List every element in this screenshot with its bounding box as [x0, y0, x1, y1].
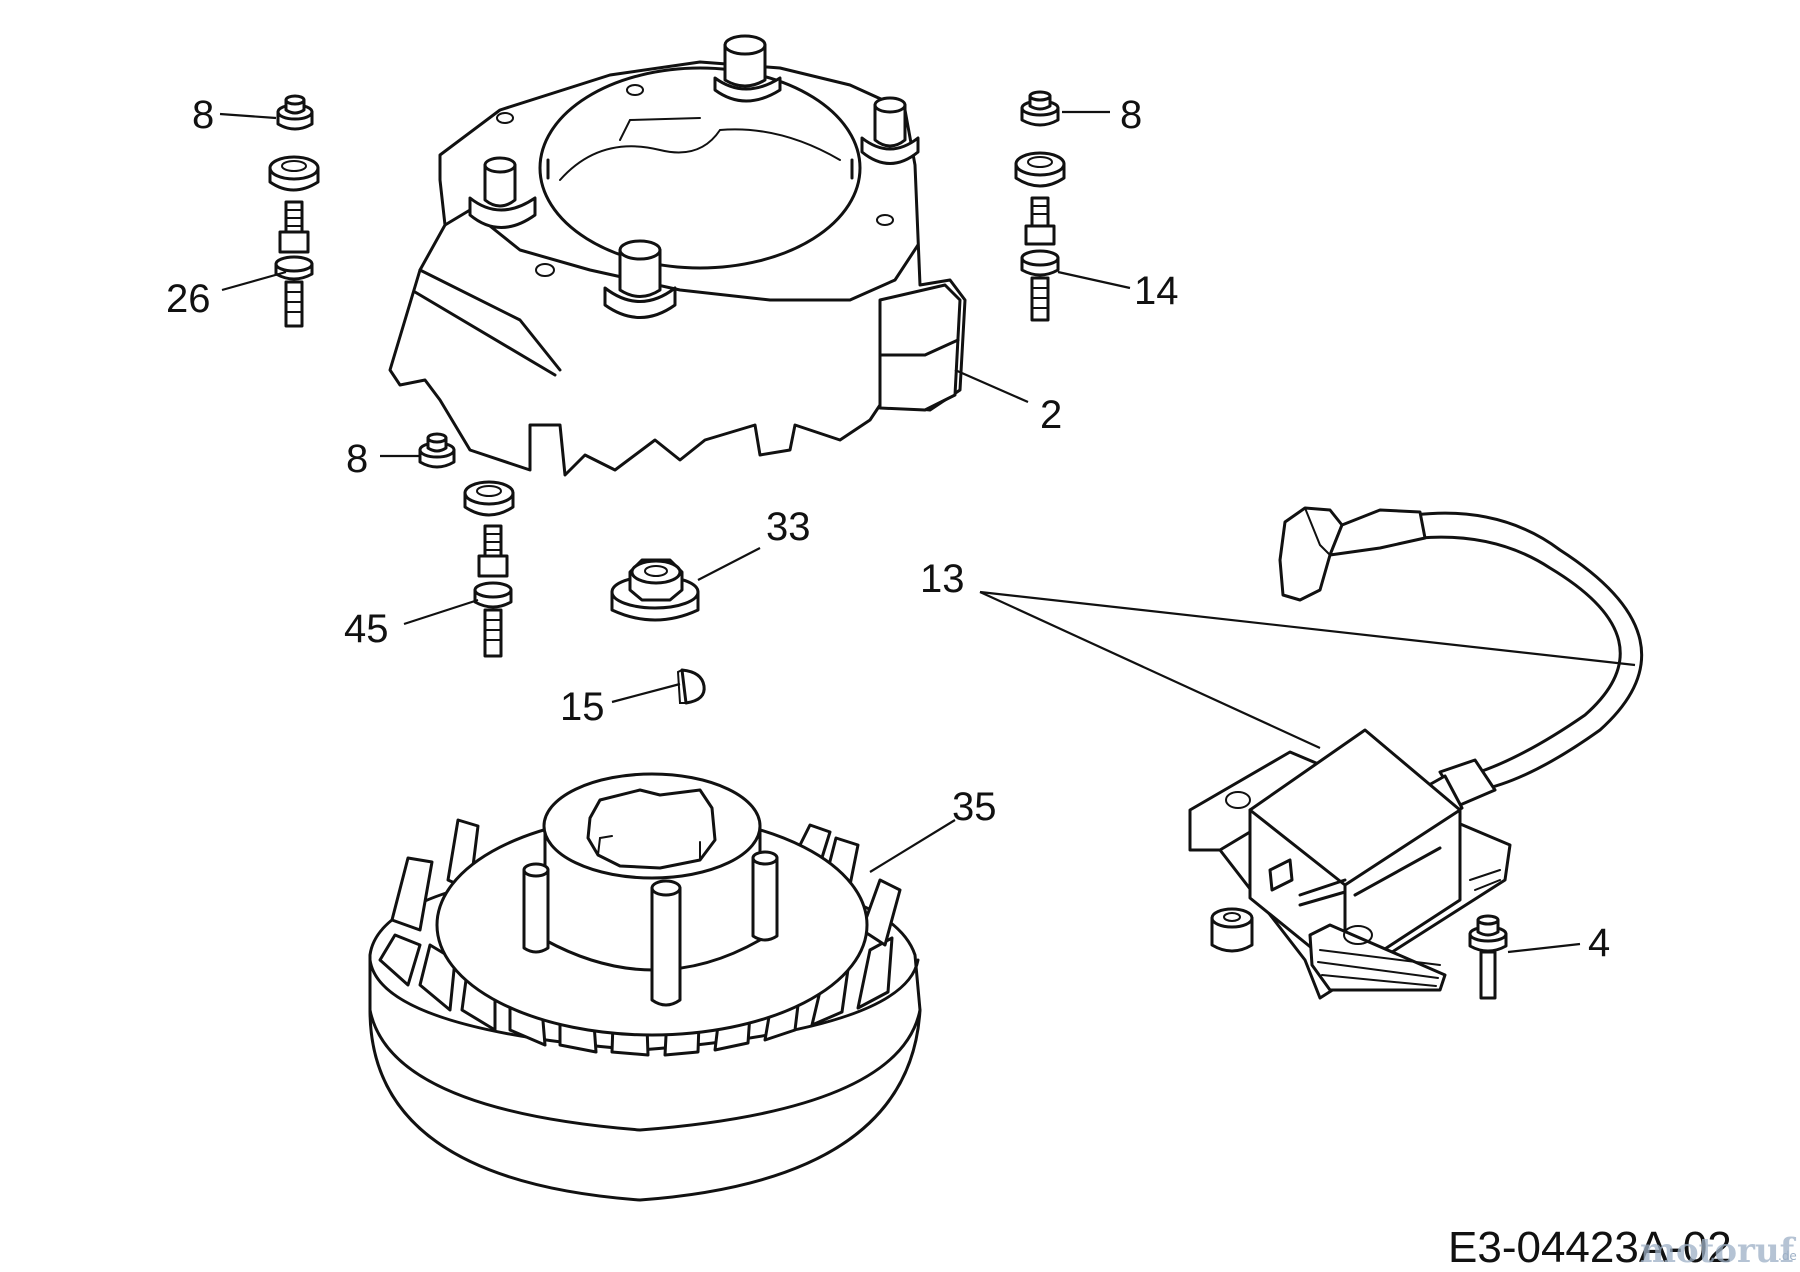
flywheel-nut-33 [610, 558, 700, 622]
callout-labels: 8 26 8 14 2 8 33 45 15 13 35 4 [166, 93, 1610, 965]
callout-8-top-left: 8 [192, 93, 214, 137]
watermark-suffix: .de [1778, 1249, 1797, 1263]
callout-8-top-right: 8 [1120, 93, 1142, 137]
callout-35: 35 [952, 785, 997, 829]
stud-14 [1020, 196, 1060, 322]
callout-26: 26 [166, 277, 211, 321]
spacer-washer-left [268, 155, 320, 192]
leader-lines [219, 110, 1636, 954]
callout-13: 13 [920, 557, 965, 601]
spacer-washer-middle [463, 480, 515, 517]
drawing-code: E3-04423A-02 [1448, 1223, 1732, 1272]
blower-housing [388, 34, 967, 477]
stud-26 [274, 200, 314, 328]
callout-33: 33 [766, 505, 811, 549]
flywheel-pins [522, 850, 779, 1007]
housing-post-left [468, 156, 537, 229]
callout-45: 45 [344, 607, 389, 651]
flywheel-35 [368, 772, 922, 1202]
module-spacer [1210, 907, 1254, 953]
ignition-module-13 [1188, 506, 1644, 1000]
flange-nut-8-top-left [276, 94, 314, 131]
flange-nut-8-mid-left [418, 432, 456, 469]
callout-4: 4 [1588, 921, 1610, 965]
callout-2: 2 [1040, 393, 1062, 437]
housing-post-bottom [603, 239, 677, 319]
callout-8-mid-left: 8 [346, 437, 368, 481]
housing-post-right [860, 96, 920, 165]
callout-15: 15 [560, 685, 605, 729]
stud-stack-left [268, 94, 320, 328]
spacer-washer-right [1014, 151, 1066, 188]
callout-14: 14 [1134, 269, 1179, 313]
stud-45 [473, 524, 513, 658]
stud-stack-right [1014, 90, 1066, 322]
watermark-logo: motoruf [1640, 1231, 1797, 1271]
flange-nut-8-top-right [1020, 90, 1060, 127]
housing-post-top [713, 34, 782, 103]
woodruff-key-15 [676, 668, 706, 705]
stud-stack-middle [418, 432, 515, 658]
module-bolt-4 [1468, 914, 1508, 1000]
